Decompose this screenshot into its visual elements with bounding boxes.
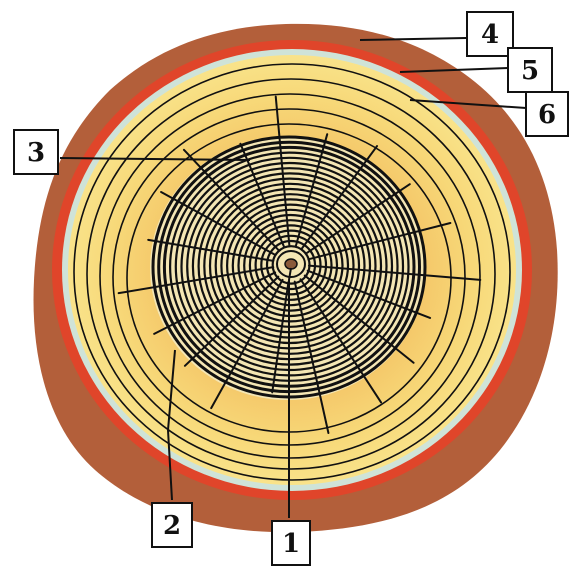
- label-6: 6: [526, 92, 568, 136]
- svg-text:2: 2: [163, 511, 181, 541]
- label-3: 3: [14, 130, 58, 174]
- svg-text:3: 3: [27, 138, 45, 168]
- label-4: 4: [467, 12, 513, 56]
- label-2: 2: [152, 503, 192, 547]
- svg-text:5: 5: [521, 56, 539, 86]
- svg-text:6: 6: [538, 100, 556, 130]
- svg-text:4: 4: [481, 20, 499, 50]
- svg-text:1: 1: [282, 529, 300, 559]
- label-1: 1: [272, 521, 310, 565]
- label-5: 5: [508, 48, 552, 92]
